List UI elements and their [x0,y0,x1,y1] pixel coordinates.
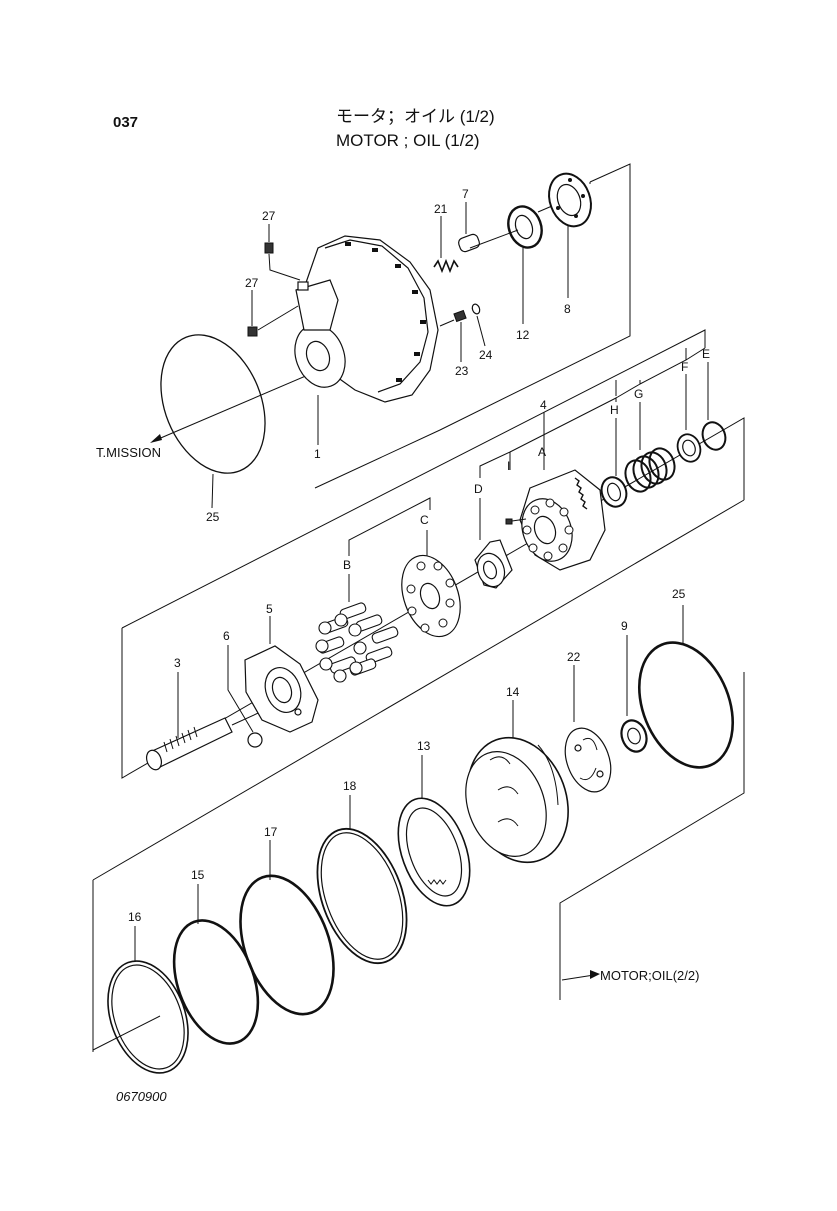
callout-13: 13 [417,739,431,753]
part-G-spring [624,402,676,493]
callout-27-lower: 27 [245,276,259,290]
part-27-plug-lower [247,290,299,337]
callout-4: 4 [540,398,547,412]
part-24-o-ring-small [471,303,486,347]
part-13-friction-plate [397,755,471,907]
callout-1: 1 [314,447,321,461]
callout-27-upper: 27 [262,209,276,223]
callout-17: 17 [264,825,278,839]
callout-B: B [343,558,351,572]
arrow-to-transmission [150,371,316,443]
part-1-motor-housing [294,235,439,445]
part-E-snap-ring [701,362,727,451]
part-C-retainer-plate [401,530,461,638]
drawing-number: 0670900 [116,1089,167,1104]
part-H-washer [600,418,628,508]
label-continued: MOTOR;OIL(2/2) [600,968,699,983]
part-25-o-ring-lower [637,605,735,769]
part-15-o-ring [172,884,260,1045]
part-8-bearing [537,172,592,298]
callout-9: 9 [621,619,628,633]
callout-22: 22 [567,650,581,664]
callout-C: C [420,513,429,527]
part-5-swash-plate [244,616,319,733]
callout-25-lower: 25 [672,587,686,601]
part-22-valve-plate [564,665,612,793]
part-9-bearing [620,635,648,753]
callout-D: D [474,482,483,496]
callout-6: 6 [223,629,230,643]
callout-G: G [634,387,643,401]
part-27-plug-upper [264,224,301,281]
callout-3: 3 [174,656,181,670]
callout-16: 16 [128,910,142,924]
group-frame-bottom [92,472,745,1052]
callout-7: 7 [462,187,469,201]
subassembly-leaders [348,347,706,556]
label-t-mission: T.MISSION [96,445,161,460]
callout-F: F [681,360,688,374]
callout-23: 23 [455,364,469,378]
title-english: MOTOR ; OIL (1/2) [336,131,480,150]
part-25-o-ring-large [160,334,266,509]
callout-8: 8 [564,302,571,316]
part-23-plug [439,309,467,362]
callout-E: E [702,347,710,361]
part-A-cylinder-block [505,412,606,571]
part-7-plunger [458,202,480,253]
part-F-washer [676,374,702,463]
callout-24: 24 [479,348,493,362]
part-18-ring [316,795,408,965]
title-japanese: モータ；オイル (1/2) [336,107,495,126]
part-21-spring [433,216,459,274]
part-6-ball [227,645,263,748]
group-frame-top [314,163,631,489]
callout-5: 5 [266,602,273,616]
callout-25-top: 25 [206,510,220,524]
callout-18: 18 [343,779,357,793]
callout-21: 21 [434,202,448,216]
callout-A: A [538,445,546,459]
callout-14: 14 [506,685,520,699]
callout-12: 12 [516,328,530,342]
part-16-backup-ring [92,926,189,1074]
part-D-spherical-bushing [474,498,513,589]
arrow-to-next-page [561,970,600,981]
part-B-piston-set [315,574,399,683]
callout-15: 15 [191,868,205,882]
callout-I: I [507,459,510,473]
part-12-oil-seal [469,205,543,324]
part-14-brake-housing [465,700,569,864]
page-code: 037 [113,114,138,131]
callout-H: H [610,403,619,417]
